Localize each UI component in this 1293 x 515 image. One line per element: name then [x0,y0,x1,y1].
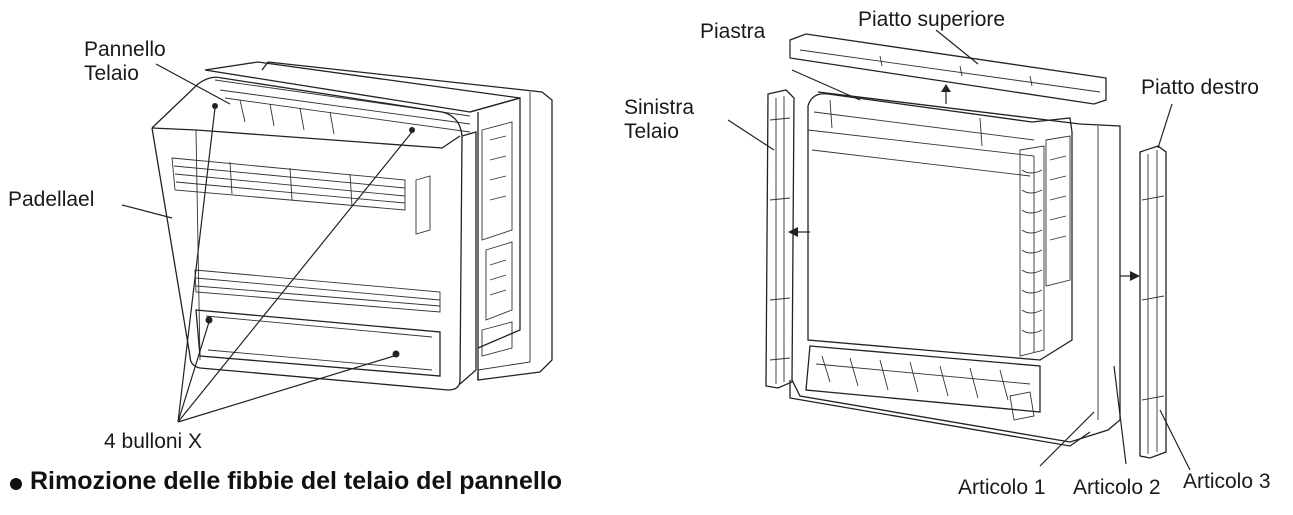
left-unit-drawing [121,61,553,423]
label-pannello-telaio: Pannello Telaio [84,38,166,85]
label-piastra: Piastra [700,20,766,43]
label-piatto-destro: Piatto destro [1141,76,1259,99]
top-plate-part [789,33,1107,105]
label-articolo-1: Articolo 1 [958,476,1046,499]
upper-grille [171,157,406,211]
caption-bullet-icon [10,478,22,490]
sinistra-leader [727,119,775,151]
articolo3-leader [1159,409,1191,471]
articolo2-leader [1113,365,1127,465]
piastra-leader [791,69,861,101]
bolt-leader-2 [177,355,395,423]
right-unit-drawing [727,29,1191,471]
right-frame-part [1139,145,1167,459]
padellael-leader [121,204,173,219]
bolt-leader-4 [177,107,216,423]
articolo1-leader [1039,411,1095,467]
label-bulloni: 4 bulloni X [104,430,203,453]
pannello-leader [155,63,231,105]
left-frame-part [765,89,795,389]
bolt-leader-1 [177,321,210,423]
piatto-destro-leader [1157,103,1173,149]
lower-grille [194,269,441,377]
label-articolo-2: Articolo 2 [1073,476,1161,499]
piatto-superiore-leader [935,29,979,65]
label-padellael: Padellael [8,188,95,211]
label-sinistra-telaio: Sinistra Telaio [624,96,695,143]
label-articolo-3: Articolo 3 [1183,470,1271,493]
bolt-leader-3 [177,131,413,423]
caption-title: Rimozione delle fibbie del telaio del pa… [30,467,563,495]
label-piatto-superiore: Piatto superiore [858,8,1006,31]
